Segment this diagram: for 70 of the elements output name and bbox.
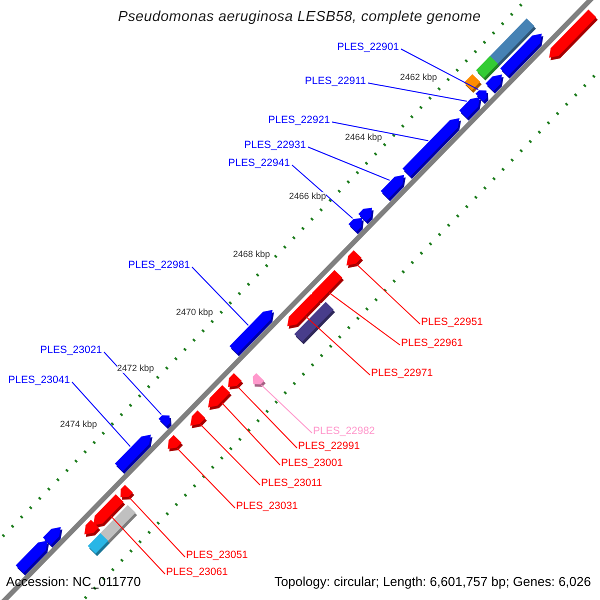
- gene-block: [100, 504, 138, 544]
- scale-label: 2474 kbp: [60, 420, 98, 429]
- gene-bar: [230, 310, 274, 356]
- gene-block: [294, 302, 336, 344]
- gene-block: [464, 74, 482, 93]
- gene-label: PLES_22951: [421, 317, 483, 328]
- scale-label: 2464 kbp: [345, 133, 382, 142]
- gene-label: PLES_22981: [128, 260, 190, 270]
- leader-line: [128, 497, 186, 558]
- scale-label: 2472 kbp: [117, 364, 154, 373]
- gene-bar: [358, 208, 374, 224]
- accession-text: Accession: NC_011770: [6, 575, 141, 588]
- leader-line: [368, 82, 468, 102]
- gene-label: PLES_22931: [244, 140, 306, 150]
- leader-line: [176, 448, 236, 508]
- leader-line: [305, 316, 370, 376]
- gene-label: PLES_23031: [236, 501, 298, 512]
- gene-bar: [158, 415, 172, 430]
- leader-line: [308, 146, 390, 181]
- gene-bar: [348, 218, 364, 234]
- gene-label: PLES_23041: [8, 375, 70, 386]
- gene-bar: [500, 34, 544, 79]
- leader-line: [192, 266, 249, 326]
- gene-label: PLES_22971: [371, 368, 433, 378]
- gene-label: PLES_23001: [281, 458, 343, 468]
- leader-line: [200, 424, 260, 486]
- leader-line: [328, 292, 400, 346]
- gene-label: PLES_23021: [40, 345, 102, 356]
- leader-line: [237, 386, 298, 448]
- scale-label: 2466 kbp: [289, 192, 326, 201]
- leader-line: [260, 384, 312, 434]
- leader-line: [110, 516, 166, 574]
- leader-line: [292, 164, 354, 219]
- gene-bar: [114, 434, 152, 474]
- gene-label: PLES_22991: [298, 441, 360, 452]
- gene-bar: [380, 174, 406, 202]
- gene-label: PLES_23061: [166, 567, 228, 578]
- leader-line: [400, 48, 479, 90]
- leader-line: [356, 264, 420, 324]
- scale-label: 2470 kbp: [176, 308, 214, 317]
- leader-line: [332, 122, 429, 142]
- gene-label: PLES_23051: [186, 550, 248, 560]
- gene-label: PLES_22982: [313, 426, 375, 436]
- gene-bar: [120, 484, 134, 500]
- gene-bar: [346, 250, 364, 268]
- genome-info-text: Topology: circular; Length: 6,601,757 bp; Genes: 6,026: [274, 575, 591, 588]
- gene-bar: [486, 74, 504, 94]
- gene-bar: [168, 434, 183, 452]
- leader-line: [104, 352, 162, 416]
- scale-label: 2468 kbp: [233, 250, 270, 259]
- leader-line: [72, 382, 131, 447]
- gene-bar: [190, 410, 207, 428]
- gene-bar: [228, 373, 244, 390]
- gene-label: PLES_22961: [401, 338, 463, 348]
- title: Pseudomonas aeruginosa LESB58, complete genome: [118, 10, 481, 24]
- gene-label: PLES_22901: [337, 42, 399, 52]
- gene-bar: [84, 520, 100, 537]
- gene-label: PLES_22921: [268, 115, 330, 126]
- gene-label: PLES_22941: [228, 158, 290, 168]
- gene-block: [88, 533, 110, 556]
- gene-bar: [252, 373, 266, 387]
- gene-label: PLES_23011: [261, 478, 322, 488]
- gene-bar: [16, 540, 50, 576]
- gene-bar: [549, 10, 598, 60]
- gene-bar: [459, 97, 482, 121]
- gene-label: PLES_22911: [304, 76, 366, 86]
- gene-bar: [402, 118, 461, 179]
- leader-line: [221, 402, 280, 466]
- gene-bar: [208, 385, 232, 410]
- scale-label: 2462 kbp: [400, 73, 438, 82]
